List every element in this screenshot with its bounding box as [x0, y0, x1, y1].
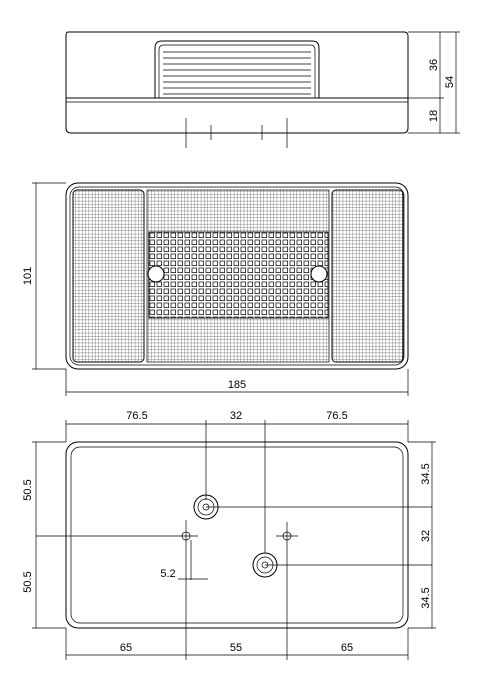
boss-upper — [193, 494, 432, 520]
bottom-view: 76.5 32 76.5 5.2 — [22, 410, 436, 660]
dim-32-top: 32 — [230, 410, 242, 422]
dim-50-5-upper: 50.5 — [22, 479, 34, 500]
dim-65-left: 65 — [120, 642, 132, 654]
hole-left — [36, 520, 198, 660]
dim-54: 54 — [444, 76, 456, 88]
hole-right — [276, 522, 298, 660]
dim-185: 185 — [228, 379, 246, 391]
dim-76-5-right: 76.5 — [326, 410, 347, 422]
dim-76-5-left: 76.5 — [126, 410, 147, 422]
boss-lower — [252, 552, 432, 578]
dim-101: 101 — [22, 267, 34, 285]
dim-34-5-bottom: 34.5 — [420, 587, 432, 608]
dim-5-2: 5.2 — [160, 568, 175, 580]
dim-36: 36 — [428, 59, 440, 71]
dim-32-right: 32 — [420, 530, 432, 542]
dim-34-5-top: 34.5 — [420, 463, 432, 484]
dim-65-right: 65 — [341, 642, 353, 654]
dim-18: 18 — [428, 110, 440, 122]
dim-50-5-lower: 50.5 — [22, 571, 34, 592]
side-view: 36 54 18 — [65, 31, 460, 148]
front-view: 101 185 — [22, 182, 409, 396]
dim-55: 55 — [230, 642, 242, 654]
cap-ribs — [163, 51, 311, 95]
